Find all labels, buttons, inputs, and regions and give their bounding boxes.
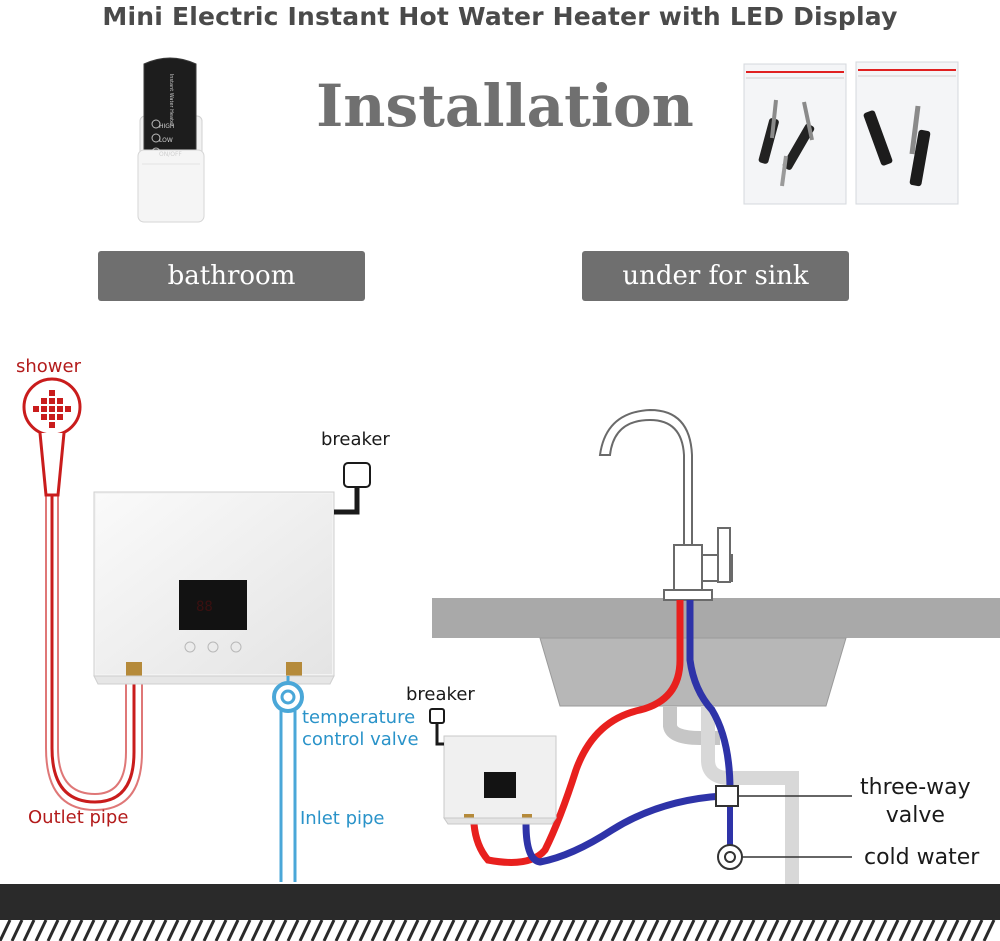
floor-hatching bbox=[0, 919, 996, 941]
three-way-valve-line-2: valve bbox=[885, 803, 945, 828]
outlet-hose-outer bbox=[50, 495, 136, 804]
under-sink-label: under for sink bbox=[582, 251, 849, 301]
outlet-pipe-label: Outlet pipe bbox=[28, 807, 129, 828]
cold-hose-heater bbox=[522, 792, 723, 866]
cold-water-label: cold water bbox=[864, 845, 980, 870]
installation-heading: Installation bbox=[316, 72, 694, 140]
hardware-bag-left bbox=[743, 63, 847, 205]
breaker-left-label: breaker bbox=[321, 429, 390, 450]
svg-text:Instant Water Heater: Instant Water Heater bbox=[168, 74, 174, 127]
bathroom-label: bathroom bbox=[98, 251, 365, 301]
remote-control-image: Instant Water Heater bbox=[137, 57, 205, 223]
temperature-control-valve-label: temperature control valve bbox=[302, 707, 419, 751]
floor bbox=[0, 884, 1000, 920]
temperature-control-valve-line-2: control valve bbox=[302, 729, 419, 750]
remote-button-high: HIGH bbox=[159, 123, 175, 130]
remote-button-onoff: ON/OFF bbox=[159, 151, 182, 158]
shower-label: shower bbox=[16, 356, 81, 377]
three-way-valve-label: three-way valve bbox=[860, 774, 971, 830]
remote-button-labels: HIGH LOW ON/OFF bbox=[145, 120, 182, 162]
led-display bbox=[179, 580, 247, 630]
cold-water-valve-icon bbox=[717, 844, 852, 870]
hot-hose bbox=[470, 600, 684, 866]
inlet-pipe-label: Inlet pipe bbox=[300, 808, 385, 829]
temperature-control-valve-line-1: temperature bbox=[302, 707, 416, 728]
hardware-bags-image bbox=[743, 61, 959, 205]
faucet-icon bbox=[598, 408, 733, 601]
page-title: Mini Electric Instant Hot Water Heater w… bbox=[102, 2, 898, 31]
shower-head-icon bbox=[22, 377, 82, 497]
inlet-pipe bbox=[272, 676, 304, 882]
water-heater-sink bbox=[443, 735, 557, 825]
cold-hose-faucet bbox=[686, 600, 734, 791]
water-heater-bathroom: 88 bbox=[93, 491, 335, 685]
breaker-right-icon bbox=[429, 708, 445, 746]
breaker-left-icon bbox=[334, 462, 371, 515]
countertop bbox=[432, 598, 1000, 638]
three-way-valve-icon bbox=[715, 785, 852, 807]
breaker-right-label: breaker bbox=[406, 684, 475, 705]
hardware-bag-right bbox=[855, 61, 959, 205]
svg-text:88: 88 bbox=[196, 599, 213, 615]
remote-button-low: LOW bbox=[159, 137, 173, 144]
three-way-valve-line-1: three-way bbox=[860, 775, 971, 800]
